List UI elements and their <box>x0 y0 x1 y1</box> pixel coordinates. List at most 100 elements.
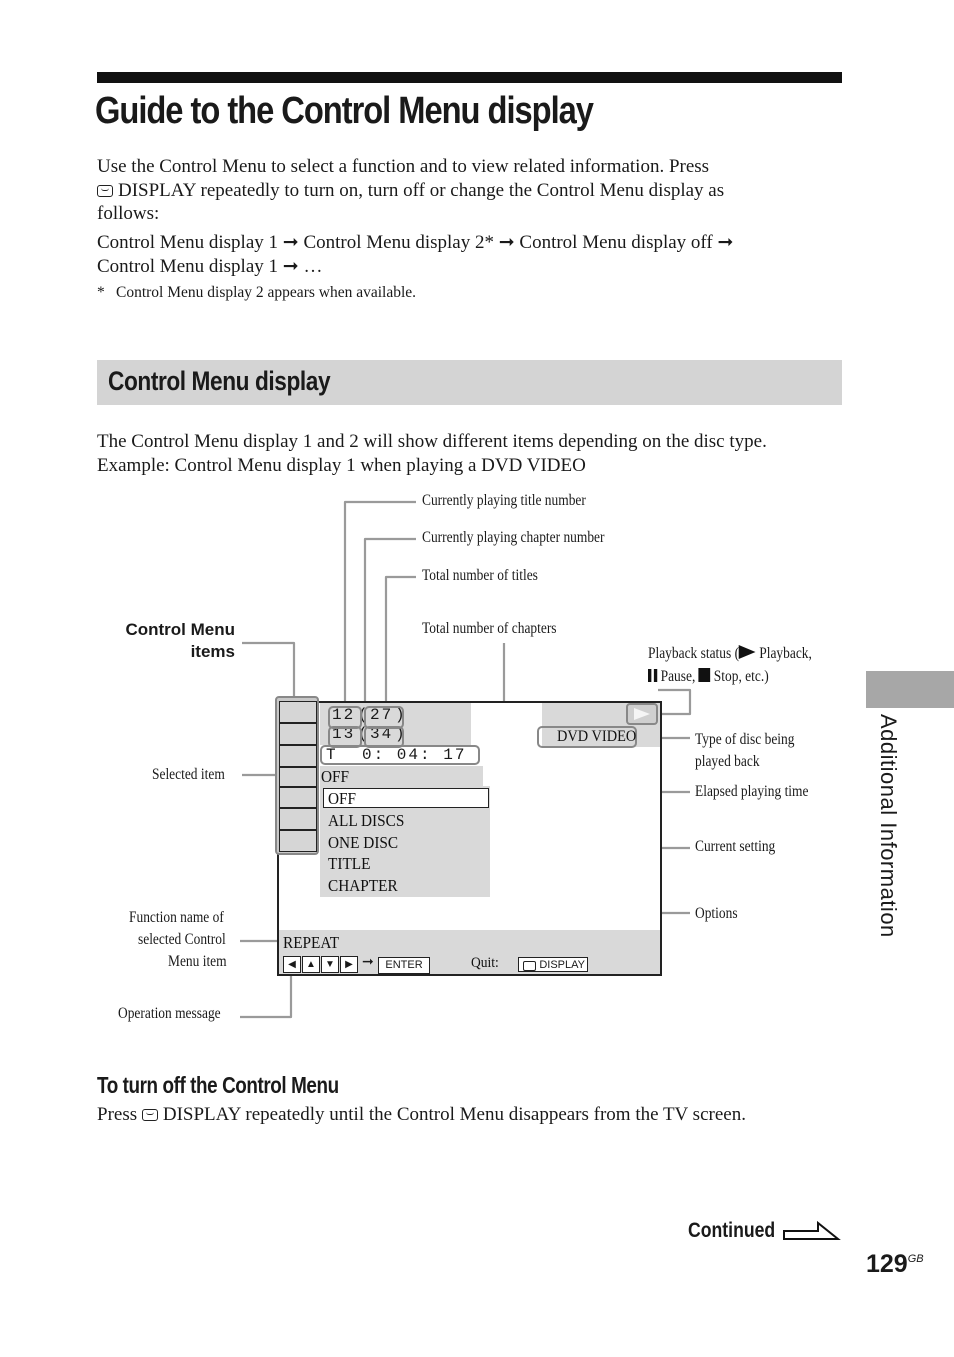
subsection-title: To turn off the Control Menu <box>97 1072 339 1098</box>
chapter-total: 34 <box>370 725 394 743</box>
pause-icon-bar <box>653 669 658 682</box>
page-number-value: 129 <box>866 1250 908 1278</box>
callout-elapsed-time: Elapsed playing time <box>695 783 809 800</box>
intro-line-2: DISPLAY repeatedly to turn on, turn off … <box>97 179 724 203</box>
chapter-total-highlight <box>364 726 404 748</box>
intro-line-2-text: DISPLAY repeatedly to turn on, turn off … <box>118 180 725 201</box>
option-item[interactable]: OFF <box>328 789 357 808</box>
menu-item-slot[interactable] <box>279 745 317 767</box>
display-button-icon <box>141 1109 158 1121</box>
disc-type: DVD VIDEO <box>557 728 637 745</box>
callout-disc-type-2: played back <box>695 753 760 770</box>
callout-total-chapters: Total number of chapters <box>422 620 557 637</box>
menu-item-slot[interactable] <box>279 830 317 852</box>
section-header-bar <box>97 360 842 405</box>
callout-function-name-1: Function name of <box>129 909 224 926</box>
callout-playback-status-2: Pause, Stop, etc.) <box>648 668 769 686</box>
callout-current-setting: Current setting <box>695 838 776 855</box>
current-setting-area <box>320 766 483 786</box>
top-rule <box>97 72 842 83</box>
callout-selected-item: Selected item <box>152 766 225 783</box>
callout-function-name-2: selected Control <box>138 931 226 948</box>
page-number: 129GB <box>866 1250 924 1279</box>
up-arrow-icon: ▲ <box>302 956 320 973</box>
enter-key: ENTER <box>378 957 430 974</box>
intro-line-3: follows: <box>97 203 160 224</box>
callout-title-number: Currently playing title number <box>422 492 586 509</box>
page-suffix: GB <box>907 1253 924 1265</box>
seq-item: Control Menu display 2* <box>303 232 494 253</box>
footnote: Control Menu display 2 appears when avai… <box>116 284 417 301</box>
arrow-icon: ➞ <box>282 232 299 253</box>
elapsed-time: 0: 04: 17 <box>362 746 467 764</box>
display-sequence-line-1: Control Menu display 1 ➞ Control Menu di… <box>97 231 733 255</box>
seq-item: Control Menu display 1 <box>97 256 279 277</box>
paren-open: ( <box>358 725 370 743</box>
option-item[interactable]: ALL DISCS <box>328 811 405 830</box>
option-item[interactable]: CHAPTER <box>328 876 398 895</box>
arrow-icon: ➞ <box>362 955 374 970</box>
paren-open: ( <box>358 706 370 724</box>
stop-icon <box>698 668 711 682</box>
callout-control-menu-items: Control Menu items <box>95 619 235 663</box>
arrow-icon: ➞ <box>717 232 734 253</box>
menu-item-slot[interactable] <box>279 723 317 745</box>
menu-item-slot-selected[interactable] <box>279 767 317 787</box>
option-item[interactable]: ONE DISC <box>328 833 399 852</box>
callout-function-name-3: Menu item <box>168 953 227 970</box>
time-prefix: T <box>326 746 338 764</box>
side-tab-marker <box>866 671 954 708</box>
menu-item-slot[interactable] <box>279 808 317 830</box>
display-key-label: DISPLAY <box>539 959 585 971</box>
callout-operation-message: Operation message <box>118 1005 221 1022</box>
callout-options: Options <box>695 905 738 922</box>
arrow-icon: ➞ <box>282 256 299 277</box>
title-chapter-area <box>320 703 471 745</box>
left-arrow-icon: ◀ <box>283 956 301 973</box>
play-icon <box>634 708 650 720</box>
callout-playback-status-1: Playback status ( Playback, <box>648 645 812 663</box>
callout-text: Control Menu <box>125 620 235 639</box>
callout-text: Playback status ( <box>648 645 740 662</box>
title-total-highlight <box>364 706 404 729</box>
chapter-number: 13 <box>332 725 356 743</box>
display-key: DISPLAY <box>518 957 588 972</box>
arrow-icon: ➞ <box>498 232 515 253</box>
chapter-number-highlight <box>328 726 362 748</box>
title-number: 12 <box>332 706 356 724</box>
continued-arrow-icon <box>783 1220 841 1240</box>
direction-keys: ◀ ▲ ▼ ▶ <box>283 956 358 973</box>
down-arrow-icon: ▼ <box>321 956 339 973</box>
pause-icon <box>648 669 652 682</box>
callout-total-titles: Total number of titles <box>422 567 538 584</box>
section-text-1: The Control Menu display 1 and 2 will sh… <box>97 431 767 452</box>
menu-item-slot[interactable] <box>279 787 317 808</box>
play-icon <box>739 645 756 659</box>
menu-item-slot[interactable] <box>279 701 317 723</box>
callout-text: Playback, <box>755 645 812 662</box>
callout-chapter-number: Currently playing chapter number <box>422 529 605 546</box>
title-number-highlight <box>328 706 362 729</box>
section-text-2: Example: Control Menu display 1 when pla… <box>97 455 586 476</box>
quit-label: Quit: <box>471 955 499 971</box>
display-sequence-line-2: Control Menu display 1 ➞ … <box>97 255 322 279</box>
function-name: REPEAT <box>283 933 340 952</box>
current-setting: OFF <box>321 767 350 786</box>
playback-status-box <box>626 703 658 725</box>
time-highlight <box>320 745 480 765</box>
subsection-text-b: DISPLAY repeatedly until the Control Men… <box>162 1104 746 1125</box>
subsection-text: Press DISPLAY repeatedly until the Contr… <box>97 1103 746 1127</box>
section-title: Control Menu display <box>108 366 331 396</box>
paren-close: ) <box>395 725 407 743</box>
seq-item: Control Menu display 1 <box>97 232 279 253</box>
disc-type-highlight <box>537 726 637 748</box>
continued-label: Continued <box>688 1219 776 1242</box>
right-arrow-icon: ▶ <box>340 956 358 973</box>
option-selected-box[interactable] <box>323 788 489 808</box>
intro-line-1: Use the Control Menu to select a functio… <box>97 156 710 177</box>
seq-item: Control Menu display off <box>519 232 713 253</box>
display-button-icon <box>523 961 536 971</box>
option-item[interactable]: TITLE <box>328 854 371 873</box>
paren-close: ) <box>395 706 407 724</box>
